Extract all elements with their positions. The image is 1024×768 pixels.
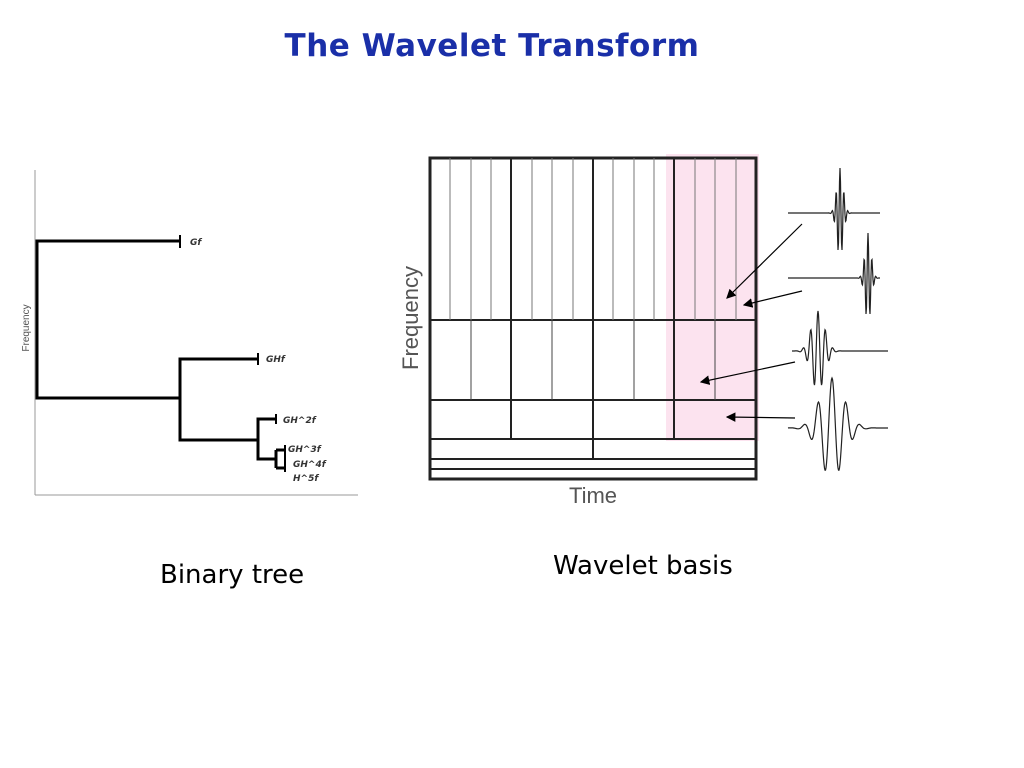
wavelet-scale-3 (792, 310, 888, 386)
tree-leaf-gf: Gf (190, 238, 202, 248)
wavelet-scale-4 (787, 376, 888, 471)
tree-leaf-gh3f: GH^3f (288, 445, 322, 455)
basis-time-label: Time (569, 483, 617, 508)
arrow-4 (725, 412, 796, 422)
tree-leaf-gh2f: GH^2f (283, 416, 317, 426)
wavelet-scale-1 (788, 167, 880, 251)
wavelet-basis-diagram: Frequency Time (398, 154, 888, 508)
tree-leaf-h5f: H^5f (293, 474, 319, 484)
tree-frequency-label: Frequency (21, 304, 32, 351)
tile-arrows (699, 223, 803, 422)
tree-branches (35, 235, 286, 472)
highlight-region (666, 154, 759, 441)
basis-frequency-label: Frequency (398, 266, 423, 370)
wavelet-scale-2 (788, 232, 880, 315)
tree-leaf-gh4f: GH^4f (293, 460, 327, 470)
wavelet-basis-caption: Wavelet basis (553, 551, 733, 581)
arrow-1 (726, 223, 803, 299)
tiling-second-band (470, 320, 716, 400)
arrow-2 (742, 290, 803, 308)
wavelet-waveforms (787, 167, 888, 471)
arrow-3 (699, 361, 796, 385)
tiling-third-band (510, 400, 675, 439)
binary-tree-caption: Binary tree (160, 560, 305, 590)
tree-leaf-ghf: GHf (266, 355, 286, 365)
binary-tree-diagram: Frequency Gf GHf GH^2f GH^3f GH^4f H^5f (21, 170, 358, 496)
slide-title: The Wavelet Transform (284, 28, 700, 64)
